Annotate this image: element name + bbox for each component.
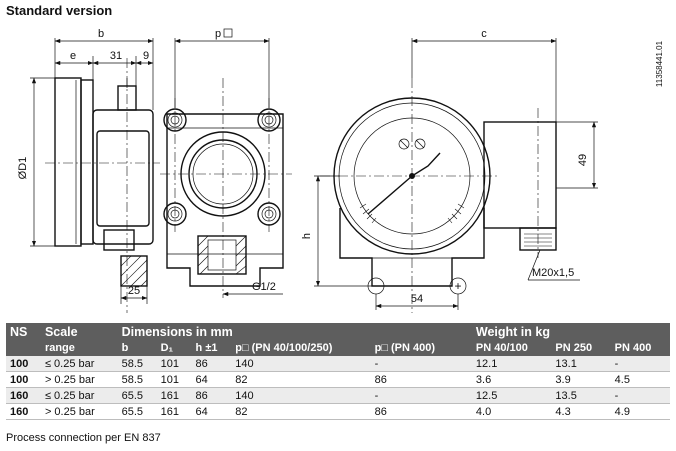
cell-w2: 4.3 [551,403,611,420]
dim-b: b [98,28,104,40]
cell-b: 58.5 [117,371,157,388]
cell-range: ≤ 0.25 bar [40,356,118,372]
dim-g12: G1/2 [252,281,276,293]
cell-ns: 100 [6,356,41,372]
cell-p1: 82 [231,371,371,388]
cell-b: 65.5 [117,403,157,420]
flange-plate [166,113,284,287]
cell-h: 64 [191,403,232,420]
th-scale: Scale [44,324,78,339]
cell-ns: 160 [6,387,41,404]
minus-sign: − [372,279,379,293]
cell-w1: 12.5 [471,387,552,404]
gauge-pointer [367,175,413,215]
table-row: 100 ≤ 0.25 bar 58.5 101 86 140 - 12.1 13… [6,356,670,372]
cell-w3: 4.9 [610,403,670,420]
cell-p2: - [370,356,462,372]
footnote: Process connection per EN 837 [6,432,161,444]
table-header-top: NS Scale Dimensions in mm Weight in kg [6,323,670,340]
dim-31: 31 [110,50,122,62]
cell-p2: 86 [370,371,462,388]
dim-9: 9 [143,50,149,62]
dim-e: e [70,50,76,62]
table-header-sub: range b D₁ h ±1 p□ (PN 40/100/250) p□ (P… [6,340,670,356]
cell-p1: 140 [231,356,371,372]
cell-d1: 101 [156,356,192,372]
cell-d1: 161 [156,387,192,404]
cell-range: > 0.25 bar [40,371,118,388]
gauge-body [92,109,154,245]
cell-w3: - [610,356,670,372]
th-d1: D₁ [160,342,174,354]
cell-d1: 101 [156,371,192,388]
dim-p: p [215,28,221,40]
cell-w2: 3.9 [551,371,611,388]
connection-block [120,255,148,287]
cell-d1: 161 [156,403,192,420]
cell-w1: 12.1 [471,356,552,372]
cell-h: 86 [191,387,232,404]
dim-c: c [481,28,487,40]
dim-54: 54 [411,293,423,305]
dim-25: 25 [128,285,140,297]
dim-h: h [301,233,313,239]
table-row: 160 > 0.25 bar 65.5 161 64 82 86 4.0 4.3… [6,403,670,420]
cell-w1: 3.6 [471,371,552,388]
cell-w3: - [610,387,670,404]
cell-p1: 140 [231,387,371,404]
cell-range: > 0.25 bar [40,403,118,420]
connector-housing [483,121,557,229]
th-h: h ±1 [195,342,218,354]
plus-sign: + [454,279,461,293]
cell-h: 86 [191,356,232,372]
table-row: 160 ≤ 0.25 bar 65.5 161 86 140 - 12.5 13… [6,387,670,404]
gauge-case-profile [54,77,82,247]
cell-p2: - [370,387,462,404]
cell-ns: 100 [6,371,41,388]
flange-view: p G1/2 [160,28,292,298]
th-p1: p□ (PN 40/100/250) [235,342,333,354]
cell-w2: 13.1 [551,356,611,372]
cell-p1: 82 [231,403,371,420]
threaded-port [197,235,247,275]
th-weight: Weight in kg [475,324,550,339]
th-b: b [121,342,129,354]
dim-phi-d1: ØD1 [17,157,29,180]
th-w3: PN 400 [614,342,652,354]
th-p2: p□ (PN 400) [374,342,436,354]
technical-drawing: b e 31 9 ØD1 25 [17,28,664,313]
th-w1: PN 40/100 [475,342,528,354]
th-dimensions: Dimensions in mm [121,324,233,339]
th-w2: PN 250 [555,342,593,354]
cell-w3: 4.5 [610,371,670,388]
dial-view: c 49 h − + 54 M20x1,5 11358441.01 [301,28,664,313]
cell-h: 64 [191,371,232,388]
th-ns: NS [10,324,28,339]
specification-table: NS Scale Dimensions in mm Weight in kg r… [6,323,670,420]
th-range: range [44,342,75,354]
document-id: 11358441.01 [655,40,664,87]
cell-w2: 13.5 [551,387,611,404]
cell-p2: 86 [370,403,462,420]
cell-range: ≤ 0.25 bar [40,387,118,404]
page-title: Standard version [6,3,113,18]
dim-49: 49 [577,154,589,166]
dim-m20: M20x1,5 [532,267,574,279]
cell-w1: 4.0 [471,403,552,420]
cell-ns: 160 [6,403,41,420]
cell-b: 58.5 [117,356,157,372]
table-row: 100 > 0.25 bar 58.5 101 64 82 86 3.6 3.9… [6,371,670,388]
side-view: b e 31 9 ØD1 25 [17,28,160,313]
cell-b: 65.5 [117,387,157,404]
